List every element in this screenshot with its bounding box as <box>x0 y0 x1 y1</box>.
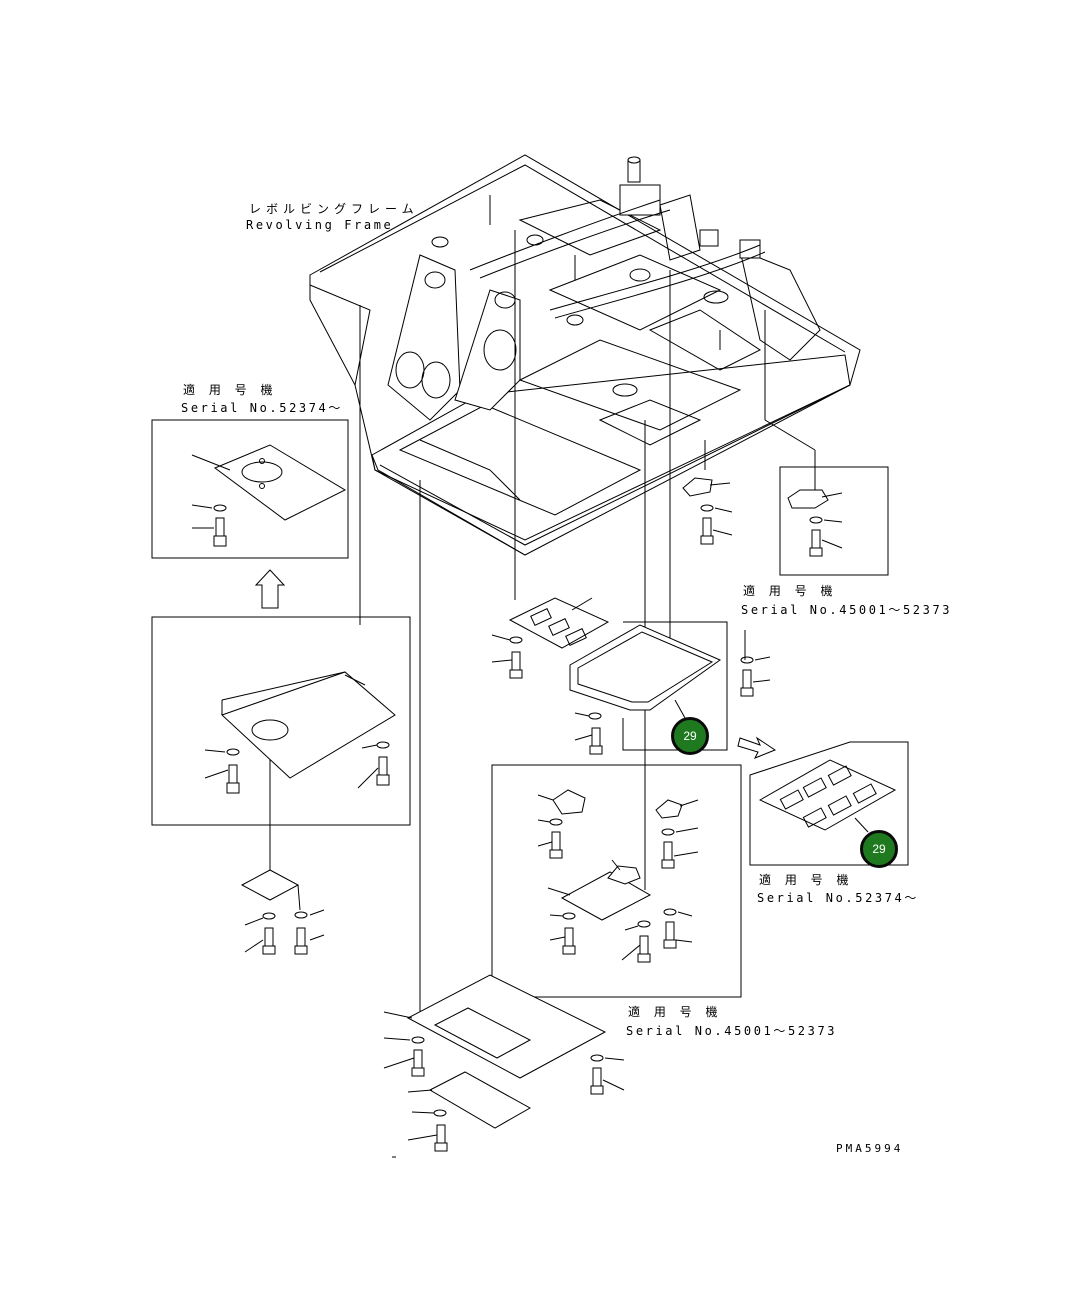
round-cover-part <box>682 477 733 545</box>
box-c-cover-45001 <box>779 466 889 576</box>
serial-note-3-en: Serial No.52374〜 <box>757 891 919 905</box>
perforated-plate-center <box>491 597 610 679</box>
frame-label-jp: レボルビングフレーム <box>249 202 419 216</box>
box-b-cover <box>151 616 411 826</box>
callout-29-six-hole-plate[interactable]: 29 <box>860 830 898 868</box>
serial-note-1-jp: 適 用 号 機 <box>183 383 278 397</box>
box-e-six-hole-plate <box>749 741 909 866</box>
revolving-frame-drawing <box>309 154 861 556</box>
drawing-code: PMA5994 <box>836 1142 904 1155</box>
callout-29-shaped-cover[interactable]: 29 <box>671 717 709 755</box>
small-plate-left <box>240 869 325 955</box>
box-a-cover-52374 <box>151 419 349 559</box>
box-d-shaped-cover <box>569 621 771 755</box>
serial-note-1-en: Serial No.52374〜 <box>181 401 343 415</box>
serial-note-4-jp: 適 用 号 機 <box>628 1005 723 1019</box>
serial-note-2-en: Serial No.45001〜52373 <box>741 603 953 617</box>
box-f-covers-45001 <box>491 764 742 998</box>
serial-note-3-jp: 適 用 号 機 <box>759 873 854 887</box>
serial-note-4-en: Serial No.45001〜52373 <box>626 1024 838 1038</box>
arrow-up-icon <box>254 569 286 609</box>
serial-note-2-jp: 適 用 号 機 <box>743 584 838 598</box>
frame-label-en: Revolving Frame <box>246 218 394 232</box>
arrow-right-icon <box>737 736 777 759</box>
bottom-undercover <box>383 974 625 1158</box>
